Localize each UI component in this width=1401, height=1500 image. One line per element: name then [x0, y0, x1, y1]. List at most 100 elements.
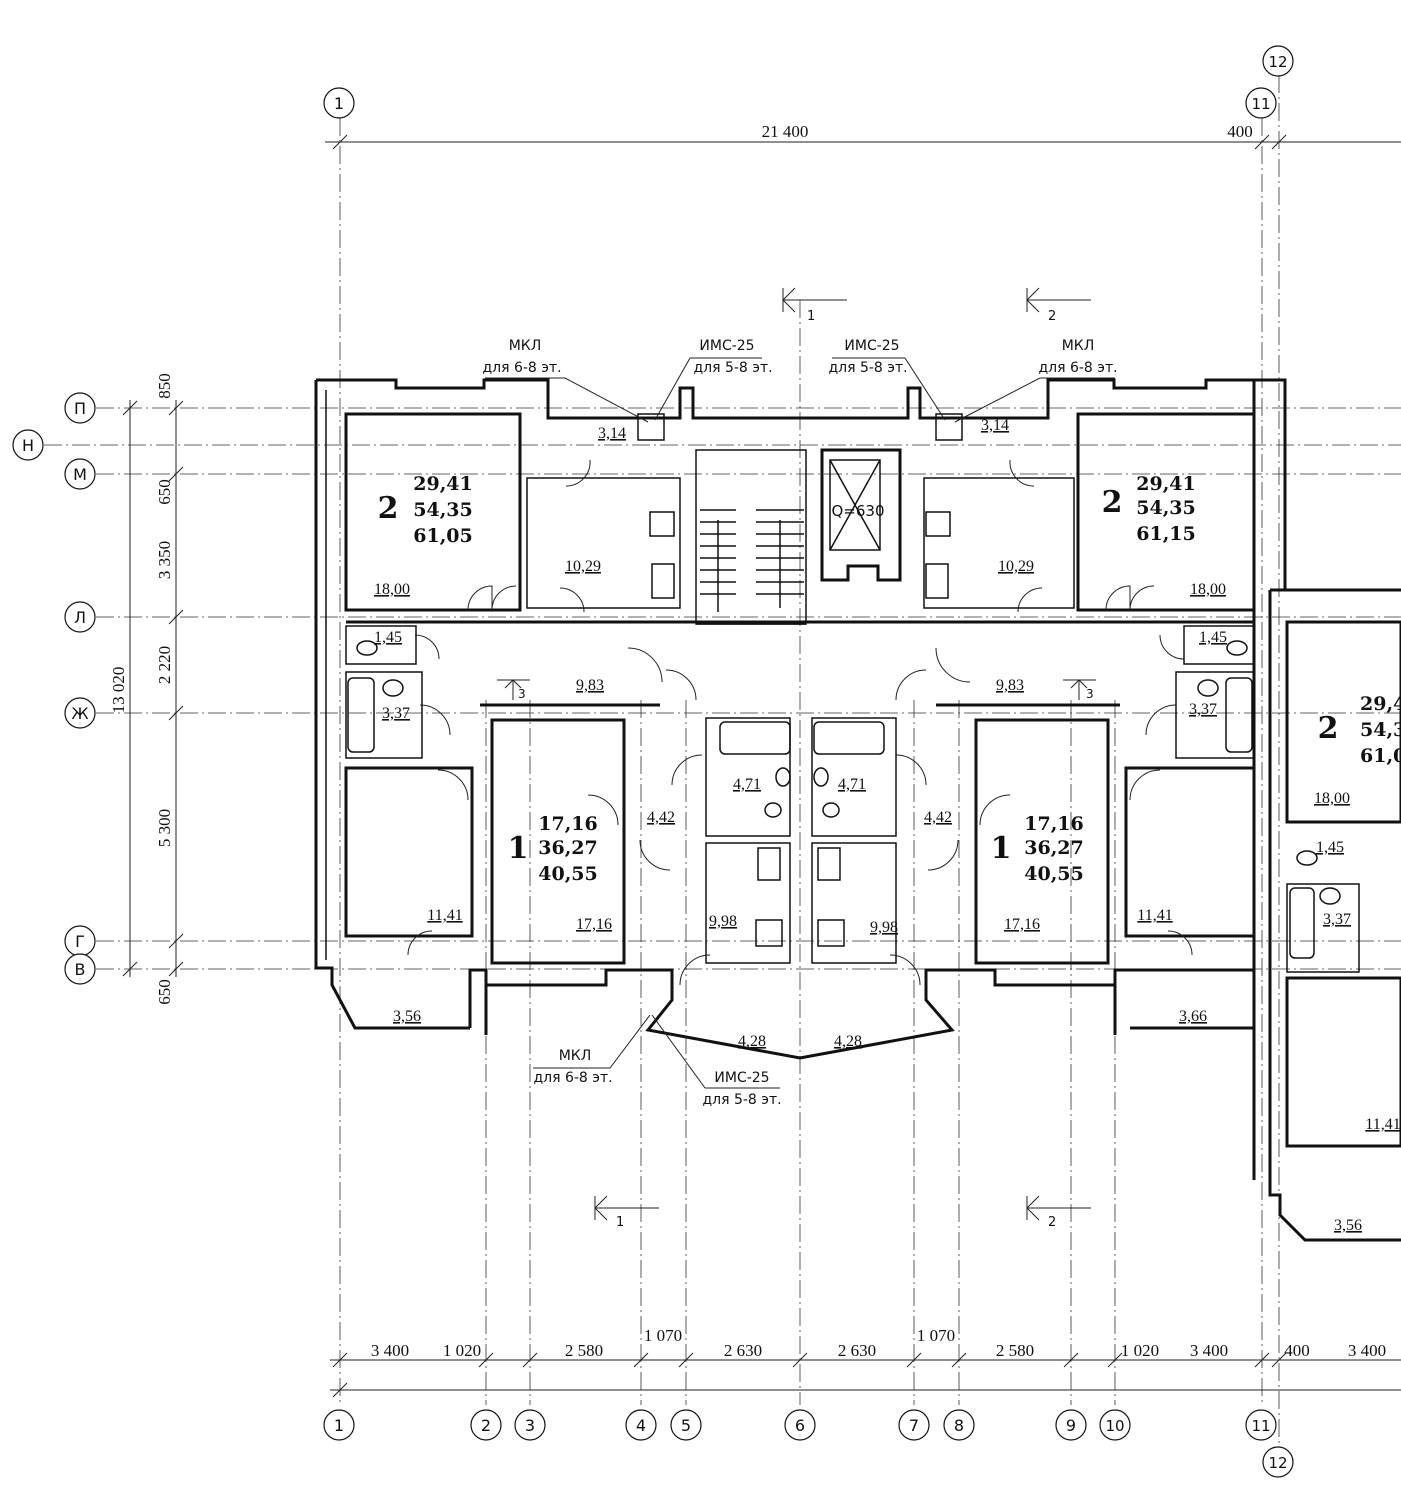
svg-text:18,00: 18,00 — [1190, 581, 1226, 598]
svg-text:2 630: 2 630 — [724, 1341, 762, 1360]
svg-text:3 400: 3 400 — [1190, 1341, 1228, 1360]
svg-text:29,41: 29,41 — [1136, 473, 1196, 495]
svg-text:61,0: 61,0 — [1360, 745, 1401, 767]
svg-text:12: 12 — [1268, 53, 1287, 71]
svg-text:3 350: 3 350 — [155, 541, 174, 579]
svg-text:10,29: 10,29 — [998, 558, 1034, 575]
svg-text:1 070: 1 070 — [917, 1326, 955, 1345]
top-dimension-line: 21 400 400 — [325, 122, 1401, 150]
svg-text:5 300: 5 300 — [155, 809, 174, 847]
svg-text:4,71: 4,71 — [733, 776, 761, 793]
svg-text:3: 3 — [1086, 687, 1094, 701]
note-ims-floors-bottom: для 5-8 эт. — [702, 1092, 781, 1108]
vertical-axis-lines — [339, 75, 1280, 1445]
svg-text:54,35: 54,35 — [1136, 497, 1196, 519]
room-area-labels: 3,14 3,14 10,29 10,29 18,00 18,00 18,00 … — [374, 417, 1401, 1234]
axis-marker-1-top: 1 — [323, 87, 355, 119]
svg-text:4: 4 — [636, 1416, 646, 1435]
svg-text:6: 6 — [795, 1416, 805, 1435]
svg-text:2: 2 — [1048, 1215, 1056, 1230]
left-dimension-lines: 13 020 850 650 3 350 2 220 5 300 650 — [109, 373, 184, 1005]
stair-mark-right: 3 — [1063, 679, 1096, 701]
note-ims-floors-top-right: для 5-8 эт. — [828, 360, 907, 376]
note-mkl-floors-bottom: для 6-8 эт. — [533, 1070, 612, 1086]
svg-text:1 020: 1 020 — [443, 1341, 481, 1360]
svg-text:40,55: 40,55 — [1024, 863, 1084, 885]
svg-text:3,14: 3,14 — [981, 417, 1009, 434]
svg-text:5: 5 — [681, 1416, 691, 1435]
svg-text:2 220: 2 220 — [155, 646, 174, 684]
section-mark-2-bottom: 2 — [1026, 1195, 1091, 1230]
svg-text:12: 12 — [1268, 1454, 1287, 1472]
svg-text:4,42: 4,42 — [924, 809, 952, 826]
svg-text:18,00: 18,00 — [374, 581, 410, 598]
svg-text:1,45: 1,45 — [1316, 839, 1344, 856]
svg-text:Ж: Ж — [71, 704, 88, 723]
svg-text:1: 1 — [508, 831, 529, 866]
svg-text:7: 7 — [909, 1416, 919, 1435]
svg-text:61,05: 61,05 — [413, 525, 473, 547]
callout-leaders — [485, 357, 1115, 1089]
svg-text:1: 1 — [334, 1416, 344, 1435]
svg-text:1: 1 — [991, 831, 1012, 866]
svg-text:400: 400 — [1284, 1341, 1310, 1360]
svg-text:Л: Л — [74, 608, 86, 627]
svg-text:1: 1 — [334, 94, 344, 113]
svg-text:3,56: 3,56 — [393, 1008, 421, 1025]
axis-marker-11-top: 11 — [1245, 87, 1277, 119]
left-axis-markers: П Н М Л Ж Г В — [12, 392, 96, 985]
svg-text:2 580: 2 580 — [996, 1341, 1034, 1360]
section-mark-1-bottom: 1 — [594, 1195, 659, 1230]
svg-text:11,41: 11,41 — [427, 907, 462, 924]
svg-text:2: 2 — [481, 1416, 491, 1435]
apartment-left-2room: 2 29,41 54,35 61,05 — [378, 473, 473, 547]
svg-text:29,41: 29,41 — [413, 473, 473, 495]
apartment-left-1room: 1 17,16 36,27 40,55 — [508, 813, 598, 885]
dim-top-right: 400 — [1227, 122, 1253, 141]
note-mkl-bottom: МКЛ — [559, 1048, 592, 1064]
svg-text:Г: Г — [75, 932, 85, 951]
svg-text:54,35: 54,35 — [413, 499, 473, 521]
svg-text:40,55: 40,55 — [538, 863, 598, 885]
svg-text:2: 2 — [378, 491, 399, 526]
svg-text:850: 850 — [155, 373, 174, 399]
svg-text:В: В — [75, 960, 86, 979]
svg-text:36,27: 36,27 — [538, 837, 598, 859]
svg-text:17,16: 17,16 — [538, 813, 598, 835]
svg-text:1,45: 1,45 — [374, 629, 402, 646]
svg-text:9: 9 — [1066, 1416, 1076, 1435]
svg-text:3: 3 — [525, 1416, 535, 1435]
svg-text:17,16: 17,16 — [1024, 813, 1084, 835]
svg-text:17,16: 17,16 — [1004, 916, 1040, 933]
svg-text:11: 11 — [1251, 1417, 1270, 1435]
svg-text:11: 11 — [1251, 95, 1270, 113]
svg-text:3,37: 3,37 — [1189, 701, 1217, 718]
svg-text:2: 2 — [1102, 485, 1123, 520]
svg-text:1,45: 1,45 — [1199, 629, 1227, 646]
svg-text:11,41: 11,41 — [1137, 907, 1172, 924]
svg-text:4,42: 4,42 — [647, 809, 675, 826]
bottom-axis-markers: 1 2 3 4 5 6 7 8 9 10 11 12 — [323, 1409, 1294, 1478]
dim-overall-width: 21 400 — [762, 122, 809, 141]
door-swings — [407, 459, 1193, 986]
svg-text:3,37: 3,37 — [382, 705, 410, 722]
svg-text:3: 3 — [518, 687, 526, 701]
svg-text:1 070: 1 070 — [644, 1326, 682, 1345]
note-mkl-floors-top-left: для 6-8 эт. — [482, 360, 561, 376]
svg-text:10: 10 — [1105, 1417, 1124, 1435]
note-ims-bottom: ИМС-25 — [714, 1070, 769, 1086]
svg-text:36,27: 36,27 — [1024, 837, 1084, 859]
svg-text:650: 650 — [155, 979, 174, 1005]
apartment-far-right-2room: 2 29,4 54,3 61,0 — [1318, 693, 1401, 767]
svg-text:54,3: 54,3 — [1360, 719, 1401, 741]
note-ims-top-right: ИМС-25 — [844, 338, 899, 354]
svg-text:61,15: 61,15 — [1136, 523, 1196, 545]
svg-text:2: 2 — [1318, 711, 1339, 746]
svg-text:9,83: 9,83 — [996, 677, 1024, 694]
note-ims-floors-top-left: для 5-8 эт. — [693, 360, 772, 376]
bottom-dimension-lines: 3 400 1 020 2 580 1 070 2 630 2 630 1 07… — [330, 1326, 1401, 1398]
svg-text:М: М — [73, 465, 87, 484]
note-ims-top-left: ИМС-25 — [699, 338, 754, 354]
svg-text:П: П — [74, 399, 86, 418]
